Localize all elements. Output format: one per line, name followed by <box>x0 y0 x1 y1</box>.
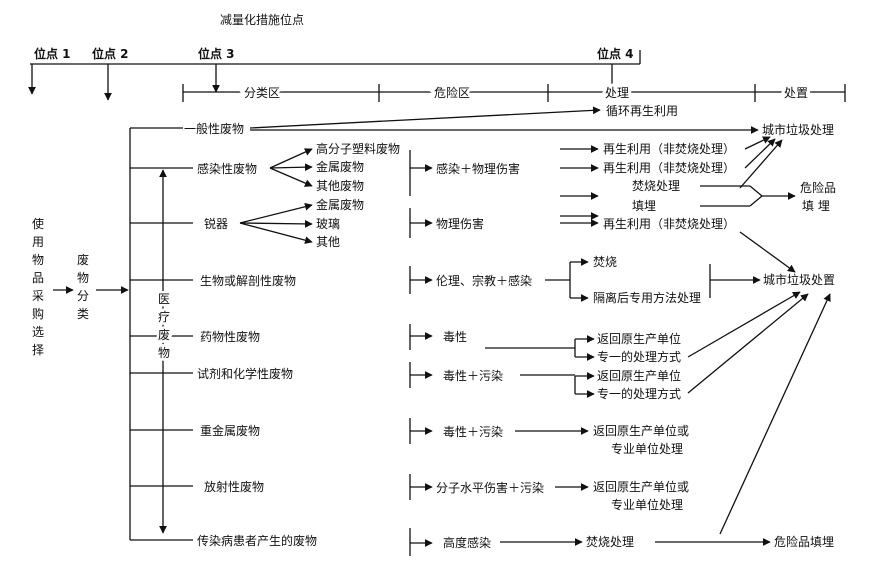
category-pharma: 药物性废物 <box>200 329 260 344</box>
zone-sort-label: 分类区 <box>244 86 280 100</box>
treat-incinerate: 焚烧处理 <box>632 179 680 193</box>
site-3-label: 位点 3 <box>198 46 235 61</box>
category-heavy-metal: 重金属废物 <box>200 423 260 438</box>
treat-professional: 专业单位处理 <box>611 497 683 512</box>
medical-char: 废 <box>158 327 170 342</box>
dispose-hazard-landfill: 危险品填埋 <box>774 534 834 549</box>
subitem: 金属废物 <box>316 159 364 174</box>
site-2-label: 位点 2 <box>92 46 129 61</box>
treat-burn: 焚烧 <box>593 255 617 269</box>
subitem: 高分子塑料废物 <box>316 141 400 156</box>
treat-return: 返回原生产单位 <box>597 368 681 383</box>
category-chemical: 试剂和化学性废物 <box>197 366 293 381</box>
treat-reuse: 再生利用（非焚烧处理） <box>603 142 735 156</box>
dispose-hazardous: 危险品 <box>800 180 836 195</box>
sort-char: 分 <box>77 289 89 303</box>
category-contagious: 传染病患者产生的废物 <box>197 533 317 548</box>
hazard-radioactive: 分子水平伤害＋污染 <box>436 480 544 495</box>
zone-treat-label: 处理 <box>605 86 629 100</box>
hazard-sharps: 物理伤害 <box>436 216 484 231</box>
treat-dedicated: 专一的处理方式 <box>597 349 681 364</box>
sort-char: 物 <box>77 271 89 285</box>
zone-dispose-label: 处置 <box>784 86 808 100</box>
category-biological: 生物或解剖性废物 <box>200 273 296 288</box>
treat-professional: 专业单位处理 <box>611 441 683 456</box>
category-infectious: 感染性废物 <box>197 161 257 176</box>
medical-char: 医 <box>158 292 170 306</box>
treat-dedicated: 专一的处理方式 <box>597 386 681 401</box>
process-char: 购 <box>32 306 44 321</box>
process-char: 品 <box>32 271 44 285</box>
dispose-city-2: 城市垃圾处置 <box>763 272 835 287</box>
process-char: 用 <box>32 235 44 249</box>
process-char: 选 <box>32 325 44 339</box>
process-char: 择 <box>32 343 44 357</box>
sort-char: 废 <box>77 252 89 267</box>
hazard-contagious: 高度感染 <box>443 535 491 550</box>
hazard-heavy-metal: 毒性＋污染 <box>443 424 503 439</box>
subitem: 金属废物 <box>316 197 364 212</box>
process-char: 使 <box>32 216 44 231</box>
dispose-city: 城市垃圾处理 <box>762 122 834 137</box>
site-1-label: 位点 1 <box>34 46 71 61</box>
category-general: 一般性废物 <box>184 121 244 136</box>
hazard-chemical: 毒性＋污染 <box>443 368 503 383</box>
category-sharps: 锐器 <box>204 217 228 231</box>
diagram-title: 减量化措施位点 <box>220 12 304 27</box>
medical-char: 物 <box>158 346 170 360</box>
treat-incinerate: 焚烧处理 <box>586 535 634 549</box>
subitem: 其他废物 <box>316 178 364 193</box>
sort-char: 类 <box>77 307 89 321</box>
zone-hazard-label: 危险区 <box>434 85 470 100</box>
hazard-infectious: 感染＋物理伤害 <box>436 161 520 176</box>
treat-reuse: 再生利用（非焚烧处理） <box>603 217 735 231</box>
subitem: 其他 <box>316 235 340 249</box>
treat-return: 返回原生产单位 <box>597 331 681 346</box>
medical-char: 疗 <box>158 310 170 324</box>
treat-isolate: 隔离后专用方法处理 <box>593 290 701 305</box>
process-char: 采 <box>32 289 44 303</box>
process-char: 物 <box>32 253 44 267</box>
dispose-hazardous: 填 埋 <box>802 199 830 213</box>
treat-return-or: 返回原生产单位或 <box>593 423 689 438</box>
site-4-label: 位点 4 <box>597 46 634 61</box>
category-radioactive: 放射性废物 <box>204 479 264 494</box>
hazard-pharma: 毒性 <box>443 330 467 344</box>
treat-reuse: 再生利用（非焚烧处理） <box>603 161 735 175</box>
hazard-biological: 伦理、宗教＋感染 <box>436 273 532 288</box>
treat-return-or: 返回原生产单位或 <box>593 479 689 494</box>
treat-landfill: 填埋 <box>632 199 656 213</box>
subitem: 玻璃 <box>316 217 340 231</box>
treat-recycle: 循环再生利用 <box>606 104 678 118</box>
